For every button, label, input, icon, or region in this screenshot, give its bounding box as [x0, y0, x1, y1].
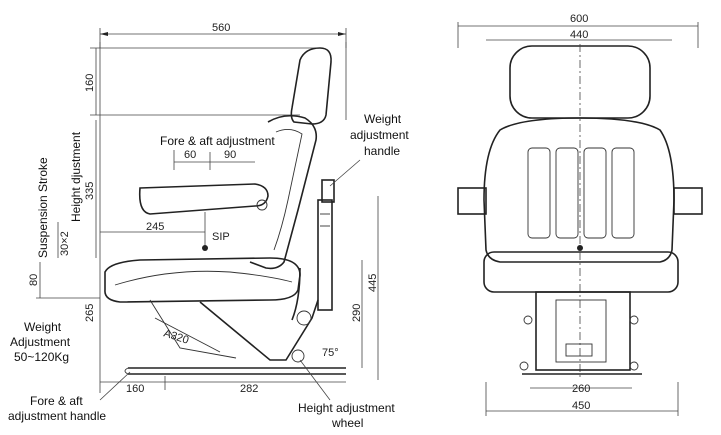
dim-265: 265 — [84, 304, 96, 322]
dim-440: 440 — [570, 29, 588, 41]
dim-450: 450 — [572, 400, 590, 412]
suspension-frame — [199, 299, 319, 361]
front-armrest-right — [673, 187, 703, 215]
label-weight-handle-2: adjustment — [350, 128, 409, 142]
dim-290: 290 — [351, 304, 363, 322]
side-view: 560 160 335 — [8, 22, 409, 430]
armrest — [138, 183, 269, 215]
dim-base-160: 160 — [126, 383, 144, 395]
label-fore-aft-handle-2: adjustment handle — [8, 409, 106, 423]
dim-90: 90 — [224, 149, 236, 161]
backrest — [249, 114, 318, 270]
dim-600: 600 — [570, 13, 588, 25]
sip-point — [202, 245, 208, 251]
dim-160-vert: 160 — [84, 74, 96, 92]
dim-60: 60 — [184, 149, 196, 161]
label-fore-aft-handle-1: Fore & aft — [30, 394, 83, 408]
dim-80: 80 — [28, 274, 40, 286]
label-height-wheel-2: wheel — [331, 416, 363, 430]
label-a320: A320 — [162, 327, 190, 346]
label-height-djustment: Height djustment — [69, 131, 83, 222]
seat-cushion — [104, 257, 301, 303]
dim-75deg: 75° — [322, 347, 339, 359]
label-height-wheel-1: Height adjustment — [298, 401, 395, 415]
front-backrest — [483, 117, 675, 263]
dim-335: 335 — [84, 182, 96, 200]
weight-adjust-knob — [321, 179, 335, 203]
dim-445: 445 — [367, 274, 379, 292]
front-suspension — [535, 291, 631, 371]
dim-560: 560 — [212, 22, 230, 34]
front-seat-cushion — [483, 251, 679, 293]
dim-260: 260 — [572, 383, 590, 395]
label-weight-adj-1: Weight — [24, 320, 62, 334]
label-weight-handle-1: Weight — [364, 112, 402, 126]
label-fore-aft-adjustment: Fore & aft adjustment — [160, 134, 275, 148]
label-weight-adj-3: 50~120Kg — [14, 350, 69, 364]
headrest — [290, 47, 332, 125]
label-suspension-stroke: Suspension Stroke — [36, 157, 50, 258]
label-weight-adj-2: Adjustment — [10, 335, 71, 349]
label-weight-handle-3: handle — [364, 144, 400, 158]
damper — [317, 199, 333, 311]
front-armrest-left — [457, 187, 487, 215]
label-sip: SIP — [212, 231, 230, 243]
dim-282: 282 — [240, 383, 258, 395]
dim-30x2: 30×2 — [59, 231, 71, 256]
front-view: 600 440 260 450 — [457, 13, 703, 416]
dim-245: 245 — [146, 221, 164, 233]
